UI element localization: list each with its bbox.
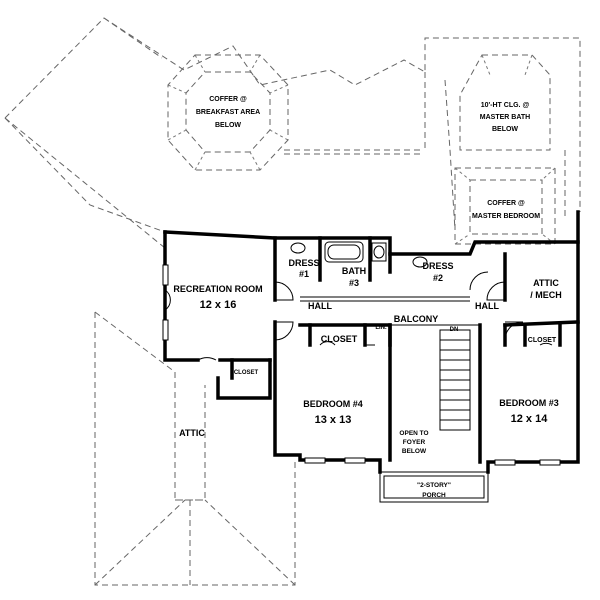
bath-fixtures [290, 241, 428, 268]
attic-label: ATTIC [179, 428, 205, 438]
label-dress1: DRESS #1 [288, 258, 319, 279]
bedroom3-name: BEDROOM #3 [499, 398, 559, 408]
coffer-breakfast-line2: BREAKFAST AREA [196, 109, 260, 116]
attic-mech-line1: ATTIC [533, 278, 559, 288]
coffer-master-line2: MASTER BEDROOM [472, 213, 540, 220]
balcony-label: BALCONY [394, 314, 439, 324]
closet-bedroom4-label: CLOSET [321, 334, 358, 344]
label-coffer-master: COFFER @ MASTER BEDROOM [472, 200, 540, 220]
bath3-num: #3 [349, 278, 359, 288]
dress2-name: DRESS [422, 261, 453, 271]
stair [439, 329, 471, 431]
bath3-name: BATH [342, 266, 366, 276]
windows [162, 264, 561, 466]
coffer-master-bedroom-outline [454, 167, 556, 245]
hall-right-label: HALL [475, 301, 499, 311]
hall-left-label: HALL [308, 301, 332, 311]
coffer-breakfast-line1: COFFER @ [209, 96, 247, 103]
porch [379, 471, 489, 503]
dn-label: DN [450, 327, 459, 333]
master-bath-line1: 10'-HT CLG. @ [481, 102, 530, 109]
master-bath-line3: BELOW [492, 126, 518, 133]
coffer-breakfast-line3: BELOW [215, 122, 241, 129]
dress1-num: #1 [299, 269, 309, 279]
bedroom4-size: 13 x 13 [315, 414, 352, 426]
master-bath-ceiling-outline [459, 54, 551, 151]
label-recreation-room: RECREATION ROOM 12 x 16 [173, 284, 262, 311]
balcony-rail [300, 296, 480, 326]
roof-outline [4, 17, 581, 249]
label-bath3: BATH #3 [342, 266, 366, 288]
open-to-foyer-line2: FOYER [403, 439, 426, 446]
label-bedroom3: BEDROOM #3 12 x 14 [499, 398, 559, 425]
open-to-foyer-line1: OPEN TO [399, 430, 428, 437]
bedroom4-name: BEDROOM #4 [303, 399, 363, 409]
closet-bedroom3-label: CLOSET [528, 337, 557, 344]
open-to-foyer-line3: BELOW [402, 448, 427, 455]
label-bedroom4: BEDROOM #4 13 x 13 [303, 399, 363, 426]
dress1-name: DRESS [288, 258, 319, 268]
closet-recroom-label: CLOSET [234, 370, 259, 376]
recreation-room-name: RECREATION ROOM [173, 284, 262, 294]
label-master-bath: 10'-HT CLG. @ MASTER BATH BELOW [480, 102, 530, 133]
dress2-num: #2 [433, 273, 443, 283]
label-dress2: DRESS #2 [422, 261, 453, 283]
coffer-master-line1: COFFER @ [487, 200, 525, 207]
lin-label: LIN. [375, 325, 387, 331]
bedroom3-size: 12 x 14 [511, 413, 549, 425]
attic-roof-outline [94, 311, 296, 586]
porch-label: PORCH [422, 492, 446, 499]
doors [164, 271, 553, 361]
label-attic-mech: ATTIC / MECH [530, 278, 562, 300]
two-story-label: "2-STORY" [417, 482, 451, 489]
attic-mech-line2: / MECH [530, 290, 562, 300]
master-bath-line2: MASTER BATH [480, 114, 530, 121]
label-open-to-foyer: OPEN TO FOYER BELOW [399, 430, 428, 455]
coffer-breakfast-octagon [167, 54, 289, 171]
recreation-room-size: 12 x 16 [200, 299, 237, 311]
label-coffer-breakfast: COFFER @ BREAKFAST AREA BELOW [196, 96, 260, 129]
